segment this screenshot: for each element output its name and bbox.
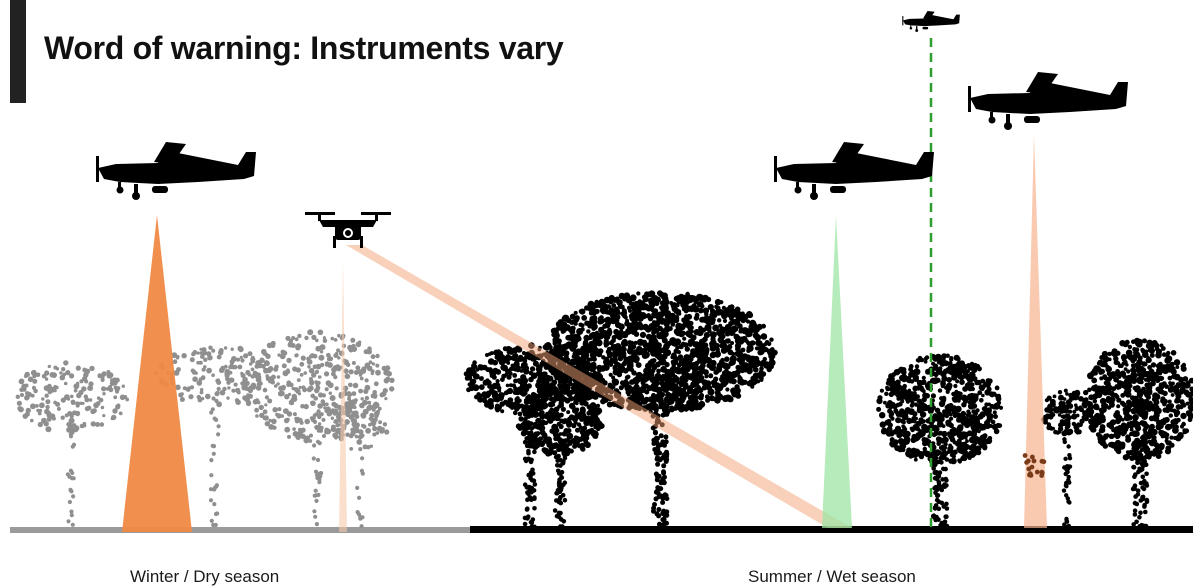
airplane-icon xyxy=(968,72,1128,130)
airplane-icon xyxy=(96,142,256,200)
canopy-accent xyxy=(1022,453,1047,478)
wet-ground xyxy=(470,526,1193,533)
airplane-lidar-beam-orange xyxy=(122,215,192,532)
title-accent-bar xyxy=(10,0,26,103)
airplane-lidar-beam-green xyxy=(822,215,852,528)
airplane-lidar-beam-peach xyxy=(1024,135,1047,528)
caption-wet-season: Summer / Wet season xyxy=(748,567,916,586)
airplane-icon xyxy=(774,142,934,200)
drone-icon xyxy=(305,212,391,248)
wet-season-trees xyxy=(463,290,1193,530)
page-title: Word of warning: Instruments vary xyxy=(44,30,564,66)
dry-ground xyxy=(10,527,470,533)
airplane-icon xyxy=(902,11,960,32)
drone-nadir-beam xyxy=(339,260,347,532)
drone-oblique-beam xyxy=(346,245,852,528)
caption-dry-season: Winter / Dry season xyxy=(130,567,280,586)
dry-season-trees xyxy=(15,329,395,529)
